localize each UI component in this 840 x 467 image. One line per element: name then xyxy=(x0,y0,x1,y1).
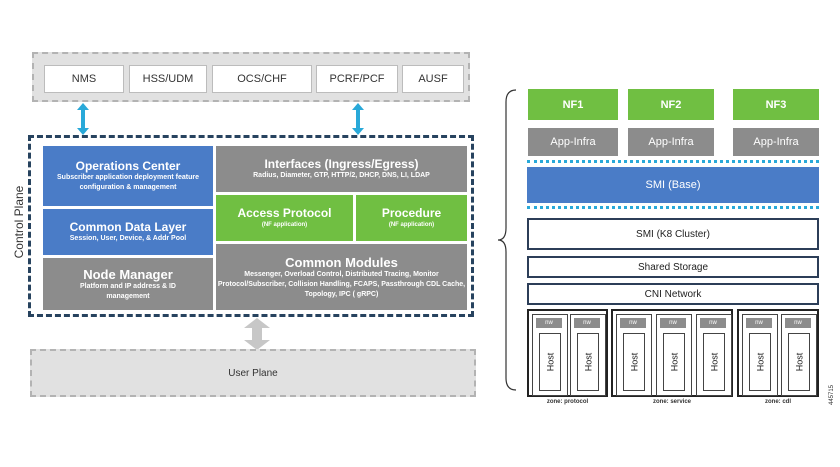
shared-storage: Shared Storage xyxy=(527,256,819,278)
nf2-app-infra: App-Infra xyxy=(628,128,714,156)
nw-label: nw xyxy=(536,318,562,328)
smi-k8-cluster: SMI (K8 Cluster) xyxy=(527,218,819,250)
ext-ocs-chf: OCS/CHF xyxy=(212,65,312,93)
node-manager-subtitle: Platform and IP address & ID management xyxy=(80,282,176,300)
nw-label: nw xyxy=(746,318,772,328)
common-modules-subtitle: Messenger, Overload Control, Distributed… xyxy=(217,270,466,298)
access-protocol-title: Access Protocol xyxy=(237,206,332,220)
common-data-layer-subtitle: Session, User, Device, & Addr Pool xyxy=(69,235,187,242)
zone-service-label: zone: service xyxy=(652,399,692,405)
host-box: Host xyxy=(788,333,810,391)
access-protocol-subtitle: (NF application) xyxy=(261,222,308,228)
host-node: nw Host xyxy=(656,314,692,396)
host-node: nw Host xyxy=(781,314,817,396)
host-box: Host xyxy=(703,333,725,391)
nf1-app-infra: App-Infra xyxy=(528,128,618,156)
smi-base: SMI (Base) xyxy=(527,167,819,203)
dotted-separator-bottom xyxy=(527,206,819,209)
nf2-box: NF2 xyxy=(628,89,714,120)
nw-label: nw xyxy=(660,318,686,328)
node-manager: Node Manager Platform and IP address & I… xyxy=(43,258,213,310)
host-node: nw Host xyxy=(696,314,732,396)
zone-protocol: nw Host nw Host xyxy=(527,309,608,397)
host-node: nw Host xyxy=(570,314,606,396)
interfaces-title: Interfaces (Ingress/Egress) xyxy=(264,157,419,171)
common-modules-title: Common Modules xyxy=(285,254,398,270)
operations-center: Operations Center Subscriber application… xyxy=(43,146,213,206)
zone-service: nw Host nw Host nw Host xyxy=(611,309,733,397)
cni-network: CNI Network xyxy=(527,283,819,305)
host-box: Host xyxy=(749,333,771,391)
ext-pcrf-pcf: PCRF/PCF xyxy=(316,65,398,93)
nw-label: nw xyxy=(620,318,646,328)
arrow-nms-control xyxy=(77,103,89,135)
external-systems-bar: NMS HSS/UDM OCS/CHF PCRF/PCF AUSF xyxy=(32,52,470,102)
zone-cdl-label: zone: cdl xyxy=(764,399,791,405)
nw-label: nw xyxy=(785,318,811,328)
control-plane-frame xyxy=(28,135,474,317)
host-box: Host xyxy=(663,333,685,391)
nf3-app-infra: App-Infra xyxy=(733,128,819,156)
host-node: nw Host xyxy=(532,314,568,396)
interfaces-subtitle: Radius, Diameter, GTP, HTTP/2, DHCP, DNS… xyxy=(253,172,430,179)
common-modules: Common Modules Messenger, Overload Contr… xyxy=(216,244,467,310)
arrow-pcrf-control xyxy=(352,103,364,135)
nw-label: nw xyxy=(574,318,600,328)
common-data-layer-title: Common Data Layer xyxy=(69,220,187,234)
host-box: Host xyxy=(577,333,599,391)
ext-nms: NMS xyxy=(44,65,124,93)
nw-label: nw xyxy=(700,318,726,328)
zone-cdl: nw Host nw Host xyxy=(737,309,819,397)
control-plane-label: Control Plane xyxy=(12,185,26,259)
ext-hss-udm: HSS/UDM xyxy=(129,65,207,93)
host-box: Host xyxy=(623,333,645,391)
dotted-separator-top xyxy=(527,160,819,163)
user-plane: User Plane xyxy=(30,349,476,397)
host-node: nw Host xyxy=(616,314,652,396)
host-node: nw Host xyxy=(742,314,778,396)
operations-center-title: Operations Center xyxy=(75,159,181,173)
access-protocol: Access Protocol (NF application) xyxy=(216,195,353,241)
figure-id: 445715 xyxy=(829,384,835,405)
zone-protocol-label: zone: protocol xyxy=(546,399,589,405)
interfaces: Interfaces (Ingress/Egress) Radius, Diam… xyxy=(216,146,467,192)
operations-center-subtitle: Subscriber application deployment featur… xyxy=(57,174,199,191)
host-box: Host xyxy=(539,333,561,391)
arrow-control-user xyxy=(244,318,270,350)
common-data-layer: Common Data Layer Session, User, Device,… xyxy=(43,209,213,255)
brace-bracket xyxy=(497,89,517,391)
node-manager-title: Node Manager xyxy=(83,266,173,282)
nf1-box: NF1 xyxy=(528,89,618,120)
procedure: Procedure (NF application) xyxy=(356,195,467,241)
nf3-box: NF3 xyxy=(733,89,819,120)
ext-ausf: AUSF xyxy=(402,65,464,93)
procedure-title: Procedure xyxy=(381,206,442,220)
procedure-subtitle: (NF application) xyxy=(388,222,435,228)
